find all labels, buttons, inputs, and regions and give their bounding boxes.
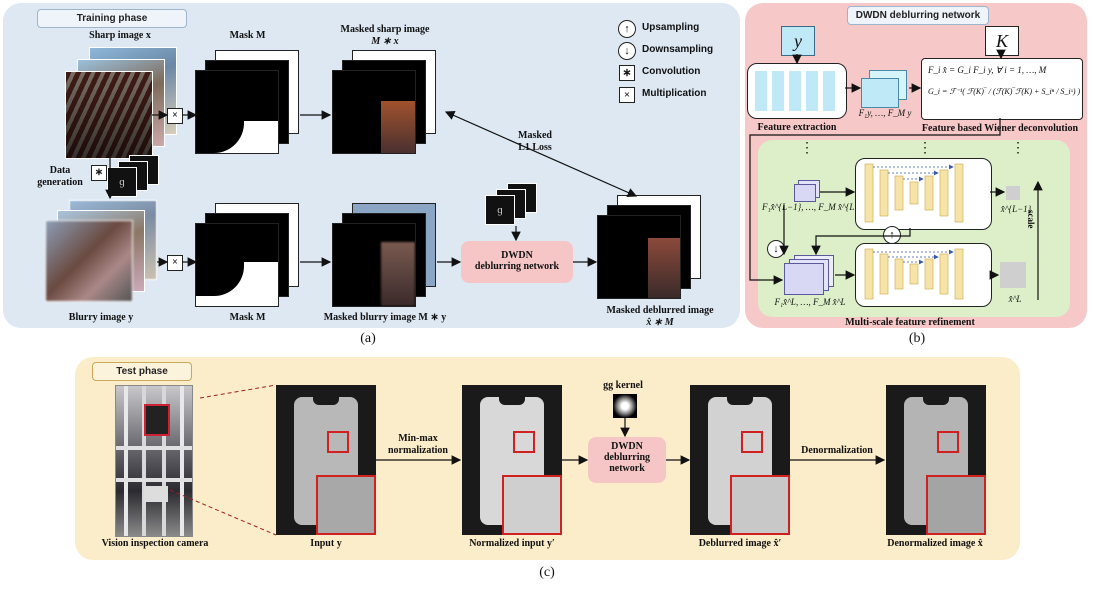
dots-middle: ⋮ <box>918 141 932 156</box>
dwdn-box-test: DWDN deblurring network <box>588 437 666 483</box>
convolution-icon: ∗ <box>619 65 635 81</box>
denormalized-image <box>886 385 986 535</box>
data-generation-label-1: Data <box>49 165 71 176</box>
multiplication-icon-bottom: × <box>167 255 183 271</box>
deblurred-image <box>690 385 790 535</box>
caption-b: (b) <box>908 331 926 346</box>
masked-deblurred-label-1: Masked deblurred image <box>606 305 714 316</box>
output-upper-label: x̂^{L−1} <box>1000 204 1032 214</box>
dwdn-test-line2: deblurring <box>603 452 651 463</box>
normalized-image <box>462 385 562 535</box>
input-label: Input y <box>310 538 342 549</box>
dwdn-network-title: DWDN deblurring network <box>847 6 989 25</box>
denormalized-label: Denormalized image x̂ <box>887 538 983 549</box>
sharp-image-stack <box>65 47 177 159</box>
minmax-label-1: Min-max <box>398 433 438 444</box>
minmax-label-2: normalization <box>388 445 448 456</box>
blurry-image-stack <box>45 200 157 302</box>
mask-top-stack <box>195 50 300 155</box>
upsampling-icon: ↑ <box>618 20 636 38</box>
blurry-image-label: Blurry image y <box>68 312 134 323</box>
dwdn-box-training: DWDN deblurring network <box>461 241 573 283</box>
wiener-equation-box: F_i x̂ = G_i F_i y, ∀ i = 1, …, M G_i = … <box>921 58 1083 120</box>
legend-upsampling: Upsampling <box>642 22 700 33</box>
feature-extraction-label: Feature extraction <box>757 122 837 133</box>
sharp-image-label: Sharp image x <box>89 30 151 41</box>
training-phase-title: Training phase <box>37 9 187 28</box>
upper-input-label: F₁x̂^{L−1}, …, F_M x̂^{L−1} <box>762 202 869 212</box>
kernel-stack-left: ɡ <box>107 155 159 197</box>
dwdn-box-training-line1: DWDN <box>501 250 533 261</box>
denorm-label: Denormalization <box>801 445 873 456</box>
caption-c: (c) <box>539 565 555 580</box>
multiplication-legend-icon: × <box>619 87 635 103</box>
masked-sharp-label-1: Masked sharp image <box>340 24 430 35</box>
output-lower-square <box>1000 262 1026 288</box>
downsampling-icon: ↓ <box>618 42 636 60</box>
legend: ↑ Upsampling ↓ Downsampling ∗ Convolutio… <box>614 20 734 110</box>
upsampling-icon-b: ↑ <box>883 226 901 244</box>
masked-blurry-label: Masked blurry image M ∗ y <box>323 312 447 323</box>
legend-multiplication: Multiplication <box>642 88 707 99</box>
dwdn-test-line3: network <box>609 463 645 474</box>
camera-photo <box>115 385 193 537</box>
masked-deblurred-stack <box>597 195 702 300</box>
masked-sharp-stack <box>332 50 437 155</box>
features-label: F₁y, …, F_M y <box>858 108 912 118</box>
input-y-symbol: y <box>781 26 815 56</box>
unet-upper <box>855 158 992 230</box>
test-phase-title: Test phase <box>92 362 192 381</box>
masked-deblurred-label-2: x̂ ∗ M <box>646 317 674 328</box>
refinement-title: Multi-scale feature refinement <box>845 317 975 328</box>
convolution-icon-datagen: ∗ <box>91 165 107 181</box>
mask-top-label: Mask M <box>229 30 266 41</box>
mask-bottom-stack <box>195 203 300 308</box>
wiener-eq1: F_i x̂ = G_i F_i y, ∀ i = 1, …, M <box>928 65 1047 75</box>
output-upper-square <box>1006 186 1020 200</box>
masked-blurry-stack <box>332 203 437 308</box>
lower-input-label: F₁x̂^L, …, F_M x̂^L <box>774 297 846 307</box>
dwdn-test-line1: DWDN <box>611 441 643 452</box>
legend-downsampling: Downsampling <box>642 44 714 55</box>
camera-label: Vision inspection camera <box>101 538 209 549</box>
dwdn-box-training-line2: deblurring network <box>474 261 560 272</box>
gg-kernel-label: gg kernel <box>603 380 643 391</box>
wiener-eq2: G_i = ℱ⁻¹( ℱ(K)‾ / (ℱ(K)‾ℱ(K) + S_iⁿ / S… <box>928 87 1081 96</box>
legend-convolution: Convolution <box>642 66 701 77</box>
dots-left: ⋮ <box>800 141 814 156</box>
normalized-label: Normalized input y′ <box>469 538 555 549</box>
data-generation-label-2: generation <box>37 177 83 188</box>
feature-cube <box>861 70 909 108</box>
output-lower-label: x̂^L <box>1008 294 1022 304</box>
masked-sharp-label-2: M ∗ x <box>371 36 399 47</box>
deblurred-label: Deblurred image x̂′ <box>698 538 782 549</box>
caption-a: (a) <box>360 331 376 346</box>
gg-kernel-image <box>613 394 637 418</box>
dots-right: ⋮ <box>1011 141 1025 156</box>
input-image <box>276 385 376 535</box>
lower-input-stack <box>784 255 834 295</box>
mask-bottom-label: Mask M <box>229 312 266 323</box>
upper-input-cube <box>794 180 820 202</box>
